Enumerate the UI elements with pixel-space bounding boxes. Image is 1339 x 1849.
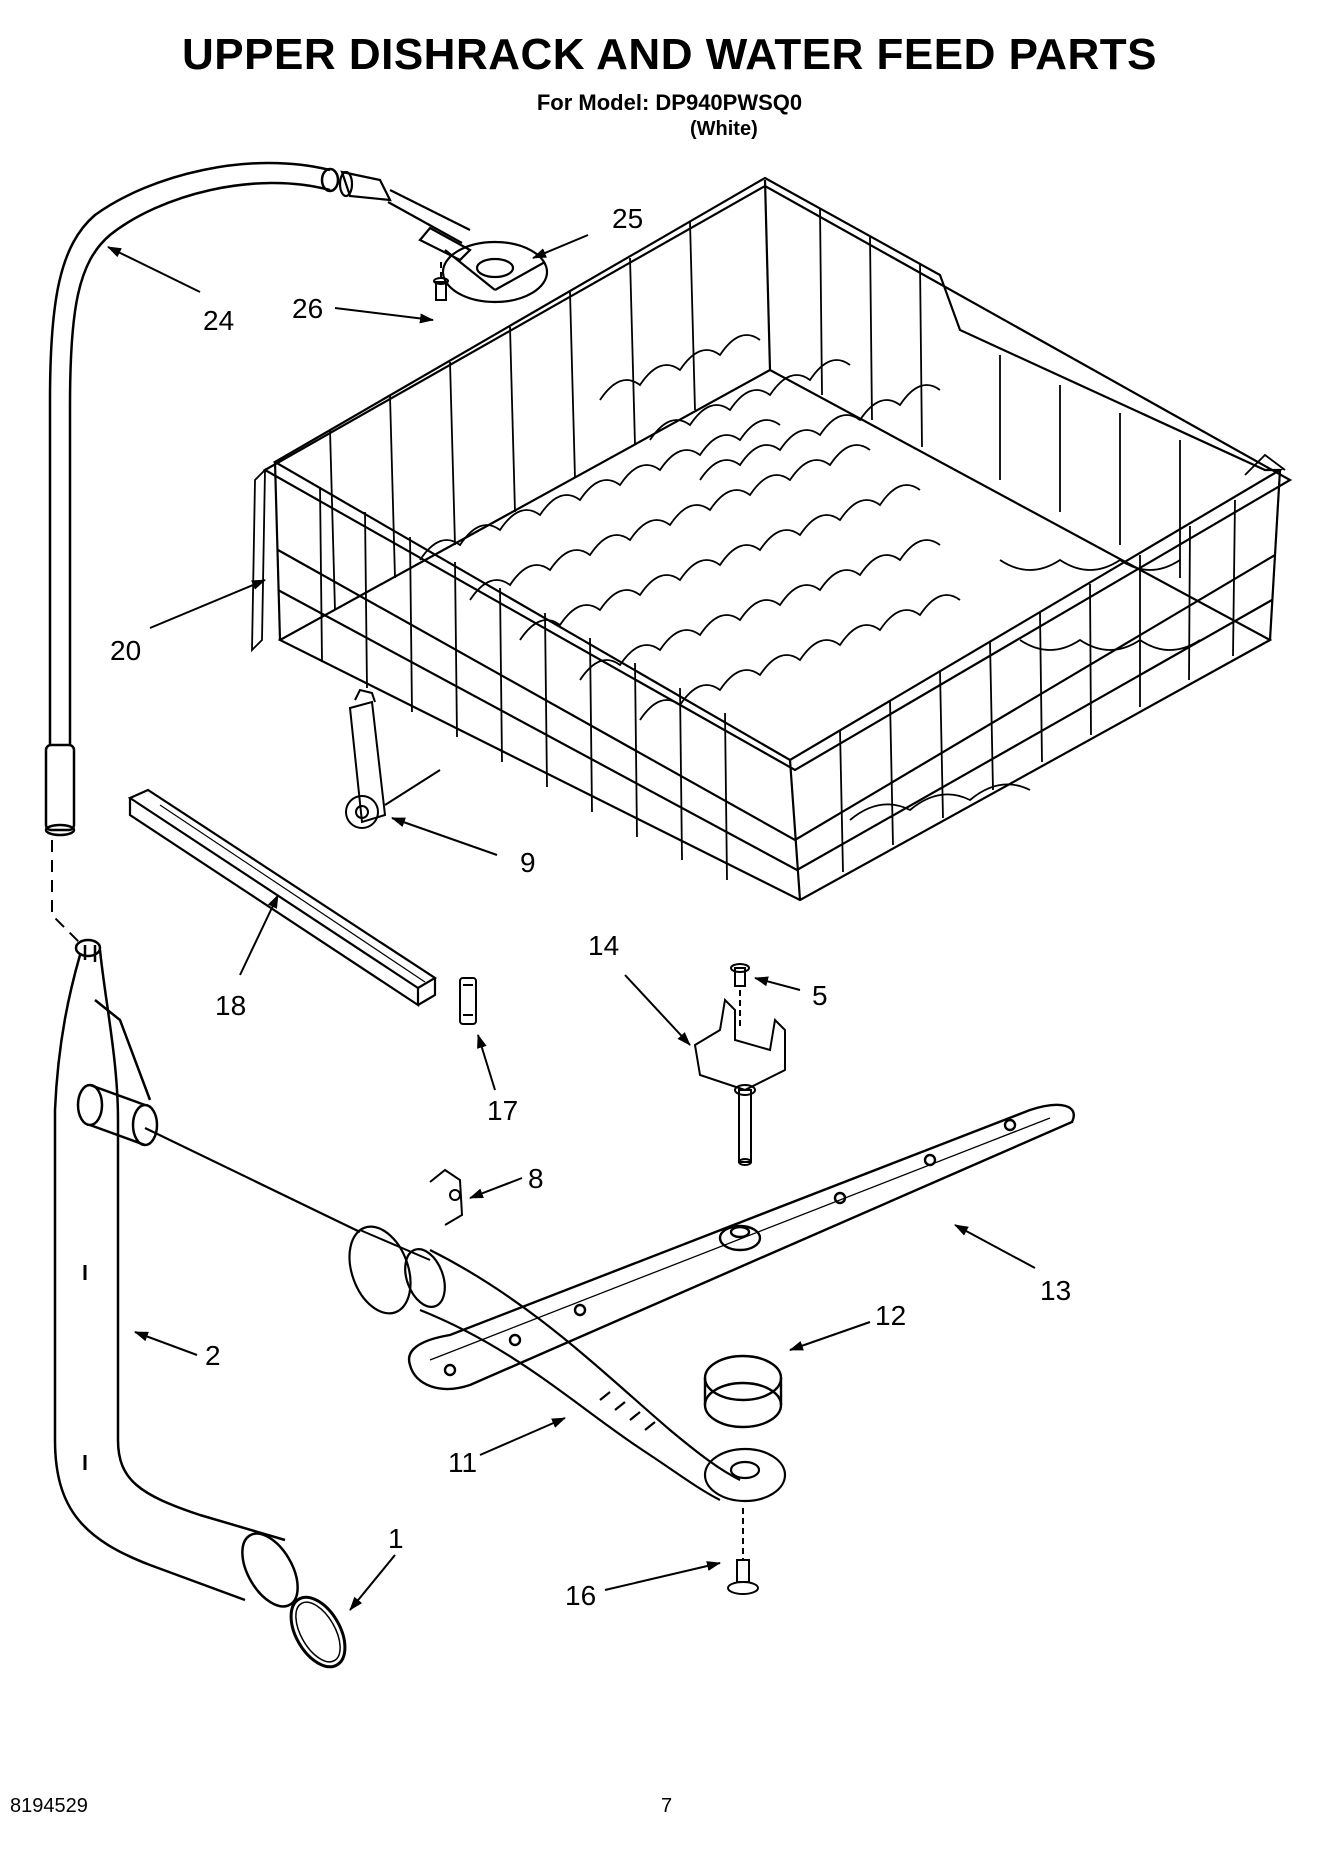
part-5-screw bbox=[730, 963, 750, 1030]
part-11-supply-tube bbox=[144, 1127, 787, 1503]
callout-17: 17 bbox=[487, 1095, 518, 1126]
part-26-screw bbox=[433, 262, 449, 301]
part-17-rail-clip bbox=[459, 977, 477, 1025]
callout-24: 24 bbox=[203, 305, 234, 336]
part-16-screw bbox=[727, 1508, 759, 1595]
callout-labels: 25 24 26 20 9 18 14 5 17 8 13 12 2 11 1 … bbox=[110, 203, 1071, 1611]
part-14-spray-arm-mount bbox=[693, 997, 786, 1166]
part-1-o-ring bbox=[289, 1595, 347, 1669]
callout-5: 5 bbox=[812, 980, 828, 1011]
callout-25: 25 bbox=[612, 203, 643, 234]
callout-14: 14 bbox=[588, 930, 619, 961]
callout-9: 9 bbox=[520, 847, 536, 878]
part-25-spray-nozzle bbox=[338, 170, 549, 304]
page-title: UPPER DISHRACK AND WATER FEED PARTS bbox=[182, 30, 1157, 79]
part-18-rack-rail bbox=[127, 788, 438, 1008]
callout-11: 11 bbox=[448, 1447, 477, 1478]
callout-13: 13 bbox=[1040, 1275, 1071, 1306]
callout-leaders bbox=[107, 234, 1036, 1611]
callout-8: 8 bbox=[528, 1163, 544, 1194]
part-20-upper-dishrack bbox=[251, 176, 1293, 902]
callout-1: 1 bbox=[388, 1523, 404, 1554]
page-number: 7 bbox=[661, 1795, 673, 1817]
part-12-collar bbox=[703, 1354, 783, 1429]
callout-18: 18 bbox=[215, 990, 246, 1021]
model-line: For Model: DP940PWSQ0 bbox=[536, 90, 803, 115]
color-line: (White) bbox=[690, 118, 758, 140]
document-number: 8194529 bbox=[10, 1795, 88, 1817]
part-13-spray-arm bbox=[407, 1103, 1075, 1391]
callout-26: 26 bbox=[292, 293, 323, 324]
part-8-clip-bracket bbox=[359, 1168, 464, 1261]
callout-12: 12 bbox=[875, 1300, 906, 1331]
part-2-water-feed-manifold bbox=[53, 938, 299, 1608]
callout-16: 16 bbox=[565, 1580, 596, 1611]
part-9-rack-adjuster bbox=[345, 688, 441, 829]
callout-20: 20 bbox=[110, 635, 141, 666]
callout-2: 2 bbox=[205, 1340, 221, 1371]
part-24-water-feed-tube bbox=[44, 161, 340, 946]
